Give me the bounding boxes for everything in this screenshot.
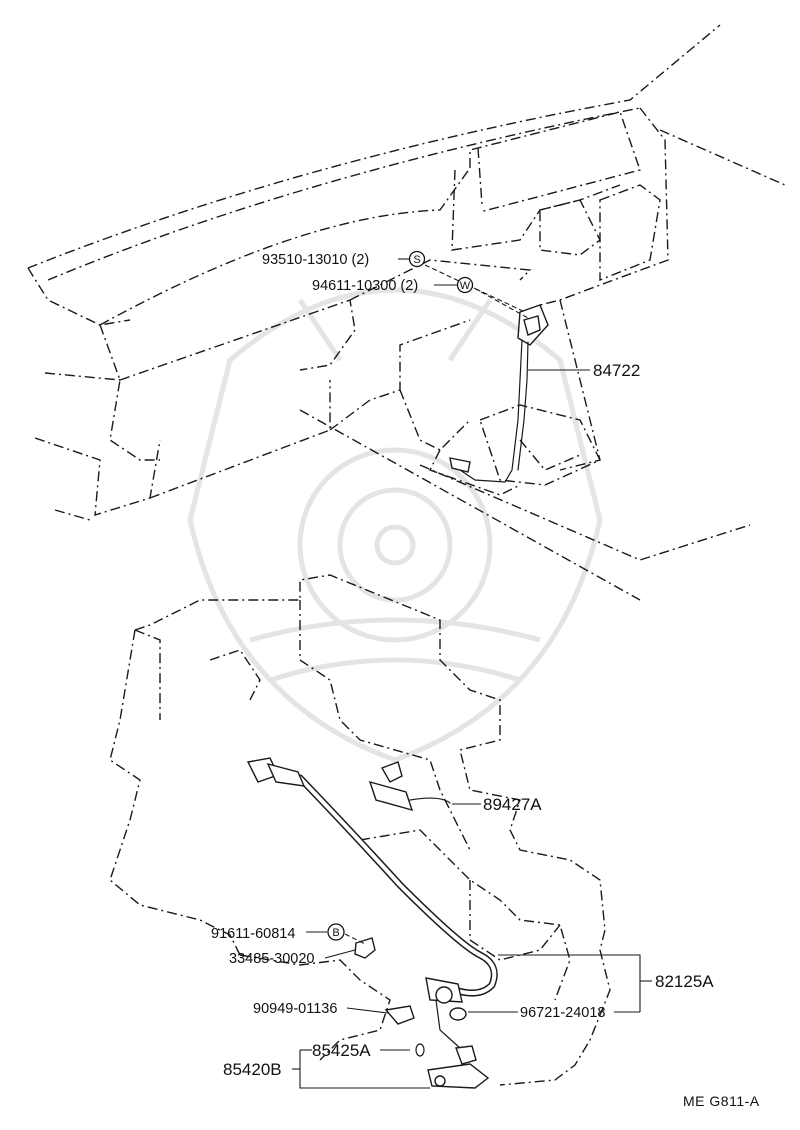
label-clamp: 33485-30020: [229, 951, 314, 967]
symbol-w-circle: W: [456, 276, 474, 294]
label-84722: 84722: [593, 361, 640, 380]
transmission-outline: [109, 574, 611, 1086]
label-screw: 93510-13010 (2): [262, 252, 369, 268]
label-85425A: 85425A: [312, 1041, 371, 1060]
upper-leaders: [398, 258, 590, 371]
lower-leaders: [292, 803, 652, 1089]
dashboard-outline: [27, 24, 786, 601]
diagram-code: ME G811-A: [683, 1093, 760, 1109]
label-washer: 94611-10300 (2): [312, 278, 418, 294]
symbol-w: W: [460, 280, 471, 292]
label-bolt: 91611-60814: [211, 926, 295, 942]
symbol-s-circle: S: [408, 250, 426, 268]
harness-82125A-drawing: [246, 757, 498, 1049]
symbol-s: S: [413, 254, 420, 266]
label-clip: 90949-01136: [253, 1001, 337, 1017]
label-oring: 96721-24018: [520, 1005, 605, 1021]
small-parts: [354, 937, 490, 1089]
symbol-b: B: [332, 927, 339, 939]
watermark-emblem: [187, 287, 603, 763]
label-82125A: 82125A: [655, 972, 714, 991]
label-85420B: 85420B: [223, 1060, 282, 1079]
unit-84722-drawing: [449, 304, 549, 483]
label-89427A: 89427A: [483, 795, 542, 814]
symbol-b-circle: B: [327, 923, 345, 941]
sensor-89427A-drawing: [368, 761, 451, 812]
